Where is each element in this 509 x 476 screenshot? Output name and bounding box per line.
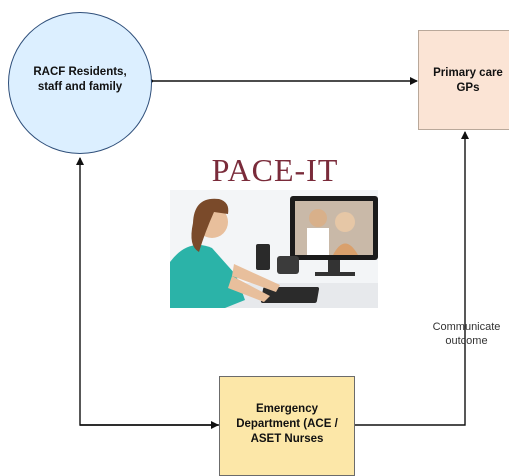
racf-label-line2: staff and family: [37, 81, 123, 93]
racf-label-line1: RACF Residents,: [33, 66, 127, 78]
gp-label-line1: Primary care: [433, 67, 503, 79]
ed-label-line2: Department (ACE /: [236, 418, 338, 430]
nurse-figure: [170, 198, 280, 308]
ed-label: Emergency Department (ACE / ASET Nurses: [221, 402, 353, 447]
gp-label-line2: GPs: [456, 82, 480, 94]
telehealth-illustration: [170, 190, 378, 308]
communicate-outcome-label: Communicate outcome: [424, 320, 509, 348]
ed-label-line3: ASET Nurses: [250, 433, 324, 445]
communicate-label-line2: outcome: [445, 335, 488, 347]
ed-to-gp-arrow: [355, 131, 469, 426]
ed-label-line1: Emergency: [255, 403, 318, 415]
communicate-label-line1: Communicate: [432, 321, 501, 333]
racf-label: RACF Residents, staff and family: [18, 65, 142, 95]
racf-node: [8, 12, 152, 154]
ed-node: [219, 376, 355, 476]
desk-phone: [256, 244, 270, 270]
gp-node: [418, 30, 509, 130]
gp-label: Primary care GPs: [420, 66, 509, 96]
center-title: PACE-IT: [211, 152, 339, 188]
